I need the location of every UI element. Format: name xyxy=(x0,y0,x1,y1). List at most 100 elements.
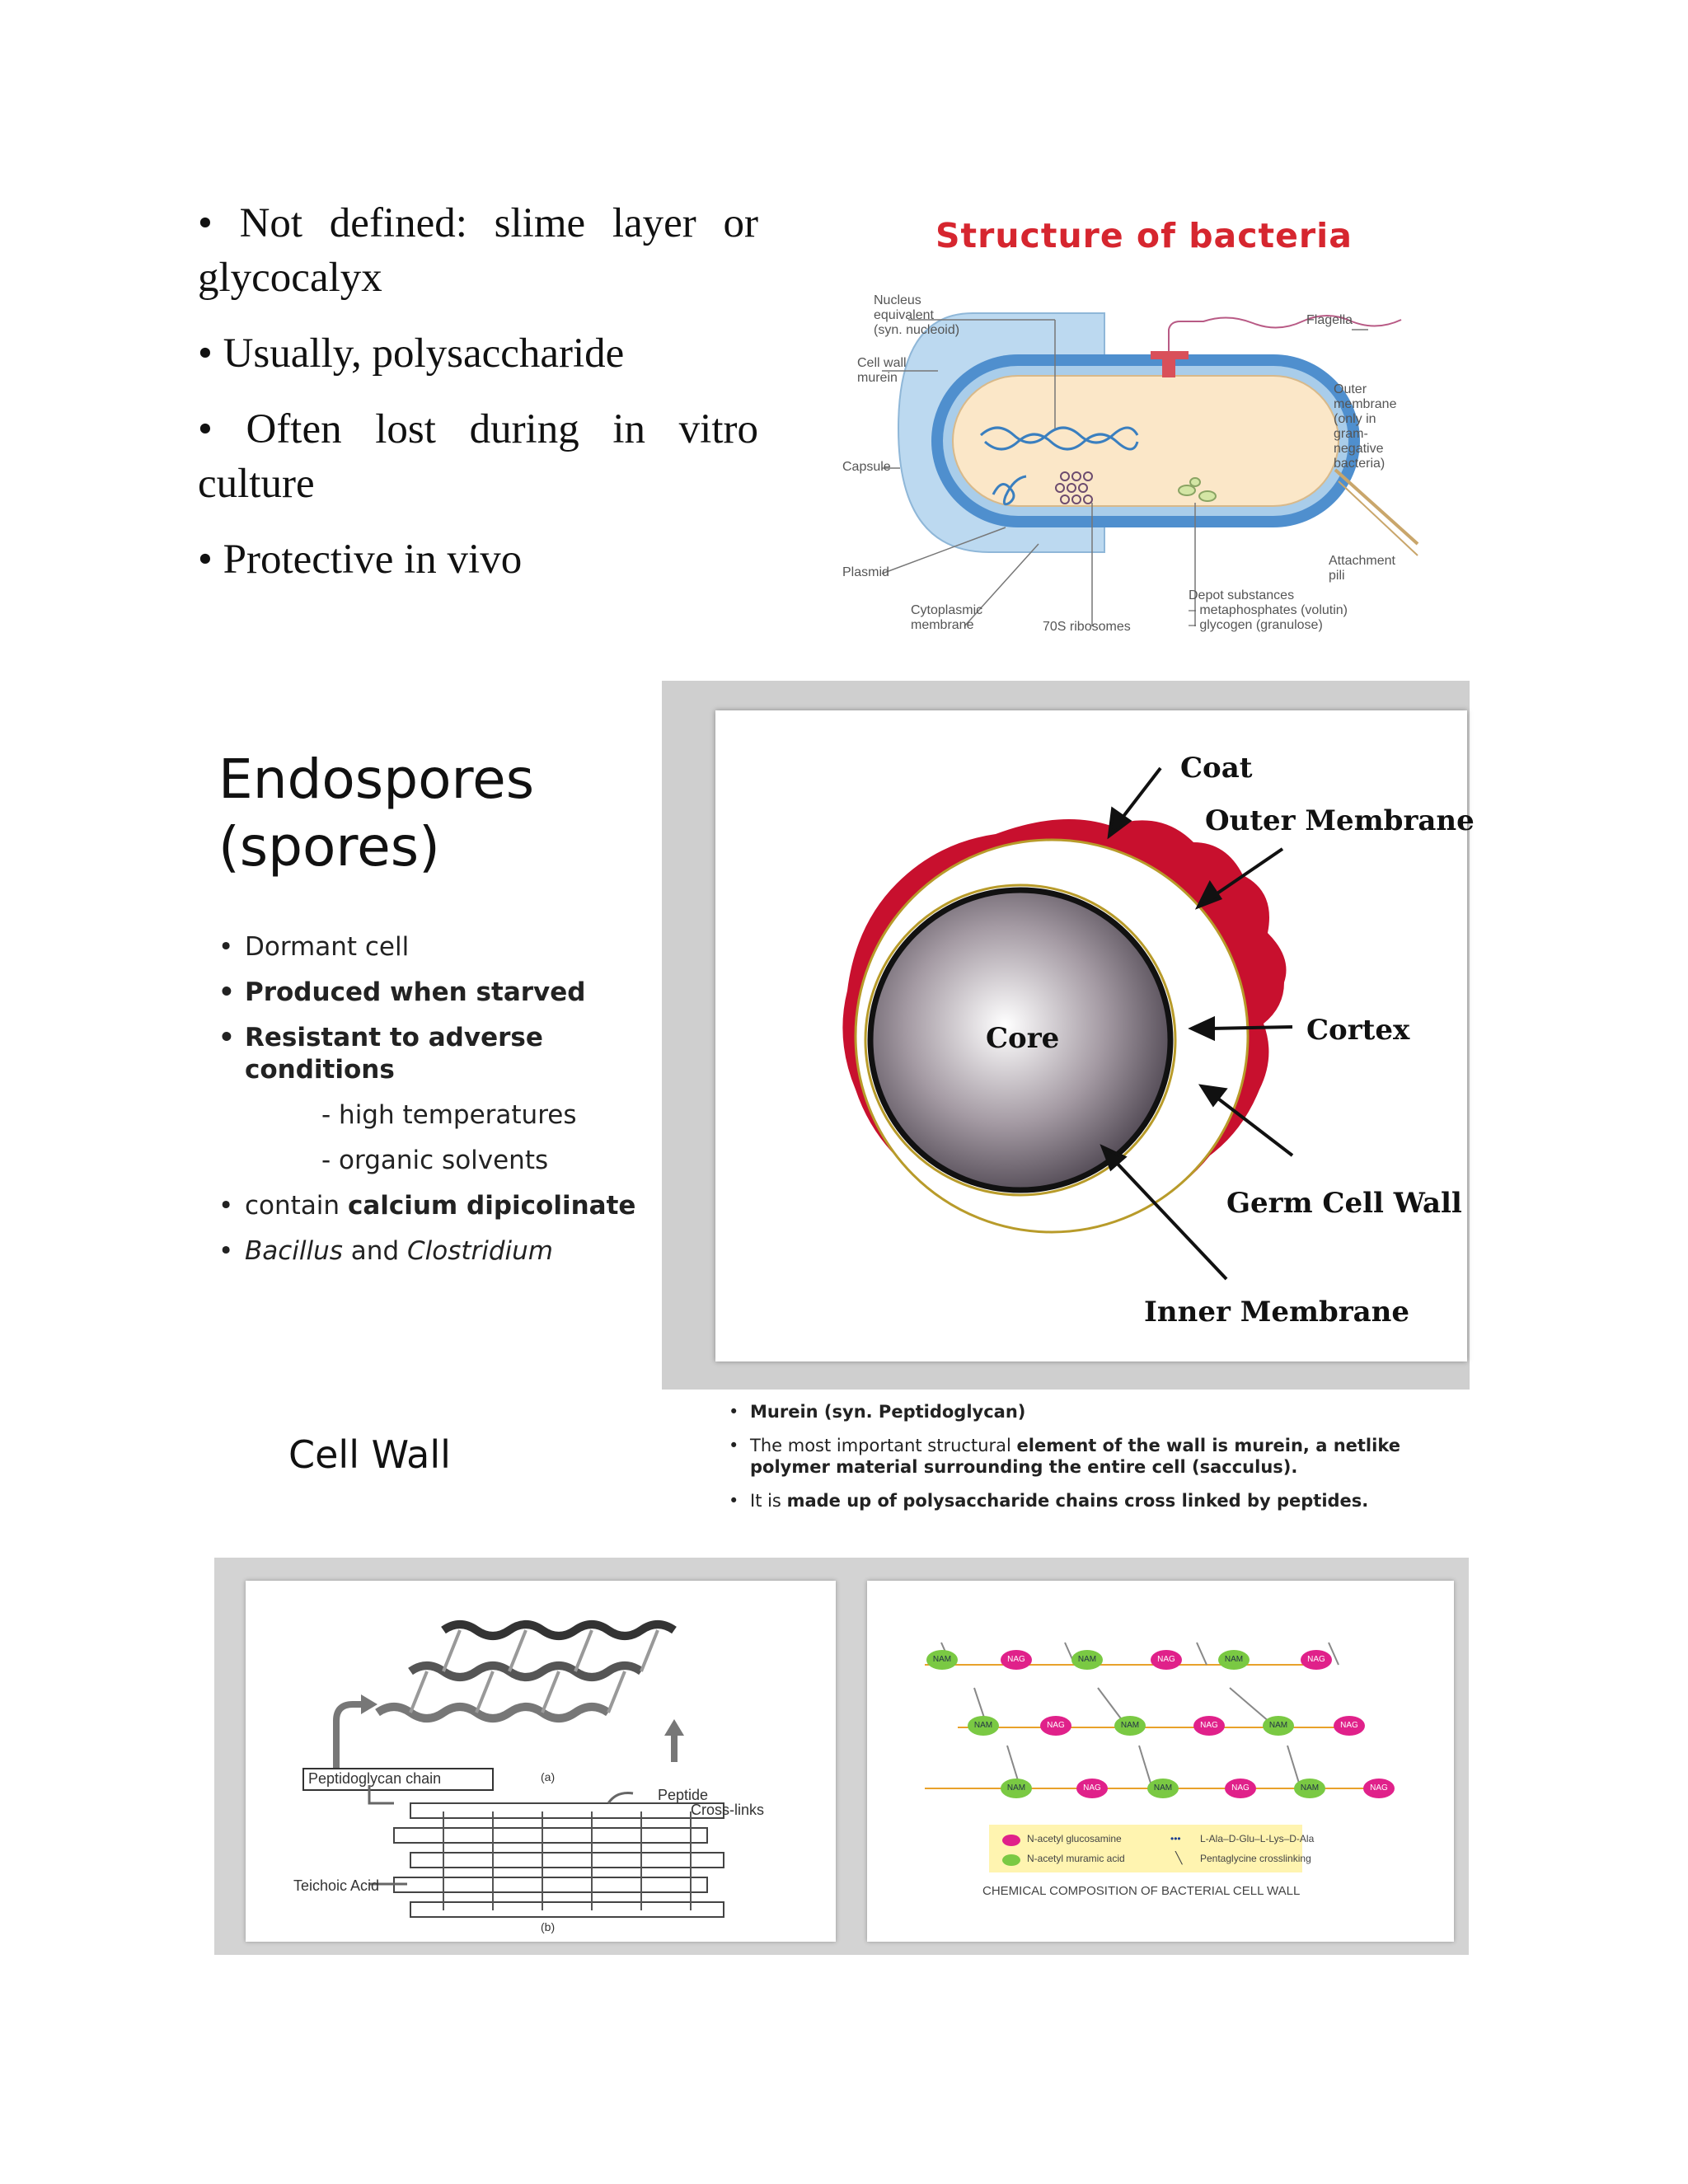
core-label: Core xyxy=(986,1022,1060,1055)
endospores-bullet: Produced when starved xyxy=(218,977,635,1009)
nag-node: NAG xyxy=(1193,1716,1225,1736)
cell-wall-label: Cell wall murein xyxy=(857,356,907,386)
bacteria-diagram xyxy=(881,312,1419,627)
chemical-figure-caption: CHEMICAL COMPOSITION OF BACTERIAL CELL W… xyxy=(982,1884,1301,1898)
pili-label-line: pili xyxy=(1329,569,1345,583)
cell-wall-bullet: It is made up of polysaccharide chains c… xyxy=(725,1490,1467,1511)
endospores-bullet: Resistant to adverse conditions xyxy=(218,1022,635,1086)
depot-granules xyxy=(1178,477,1217,502)
endospores-subitem: - high temperatures xyxy=(321,1100,577,1130)
cell-wall-label-line: Cell wall xyxy=(857,356,907,370)
nam-node: NAM xyxy=(1071,1650,1103,1670)
ribosomes-label: 70S ribosomes xyxy=(1043,620,1131,634)
bullet-text: The most important structural xyxy=(750,1436,1017,1455)
bullet-text: contain xyxy=(245,1191,348,1221)
crosslink-line-icon: ╲ xyxy=(1175,1851,1183,1864)
nam-node: NAM xyxy=(1114,1716,1146,1736)
figure-part-a-label: (a) xyxy=(541,1770,556,1783)
peptidoglycan-structure-diagram xyxy=(302,1620,724,1918)
peptide-glyph-icon: ••• xyxy=(1170,1833,1181,1844)
bullet-text: Resistant to adverse xyxy=(245,1023,543,1052)
coat-label: Coat xyxy=(1180,752,1253,785)
bullet-text: and xyxy=(342,1236,407,1266)
cytoplasmic-label-line: membrane xyxy=(911,618,974,632)
endospores-title: Endospores (spores) xyxy=(218,746,534,881)
endospores-bullet: Dormant cell xyxy=(218,931,635,963)
chemical-composition-diagram xyxy=(925,1642,1378,1872)
cell-wall-bullet-list: Murein (syn. Peptidoglycan) The most imp… xyxy=(725,1401,1467,1524)
nag-node: NAG xyxy=(1301,1650,1332,1670)
peptide-label: Peptide xyxy=(658,1787,709,1803)
nam-node: NAM xyxy=(968,1716,999,1736)
spore-diagram xyxy=(842,766,1294,1281)
figure-part-b-label: (b) xyxy=(541,1920,556,1933)
nucleus-label-line: equivalent xyxy=(874,308,934,322)
ribosome-cluster xyxy=(1055,471,1093,504)
outer-membrane-label: Outer membrane (only in gram- negative b… xyxy=(1334,382,1396,471)
cell-wall-bullet: Murein (syn. Peptidoglycan) xyxy=(725,1401,1467,1422)
depot-label-line: Depot substances xyxy=(1189,588,1295,602)
outer-label-line: (only in xyxy=(1334,412,1376,426)
bullet-text: Produced when starved xyxy=(245,977,586,1007)
capsule-bullet: • Usually, polysaccharide xyxy=(198,330,625,377)
genus-text: Bacillus xyxy=(245,1236,343,1266)
nag-node: NAG xyxy=(1001,1650,1032,1670)
bullet-bold-text: element of the wall is murein, a netlike… xyxy=(750,1436,1400,1477)
nag-node: NAG xyxy=(1334,1716,1365,1736)
nucleus-label: Nucleus equivalent (syn. nucleoid) xyxy=(874,293,959,338)
endospores-title-line: Endospores xyxy=(218,748,535,811)
nam-node: NAM xyxy=(926,1650,958,1670)
peptidoglycan-chain-label: Peptidoglycan chain xyxy=(308,1770,442,1787)
endospores-subitem: - organic solvents xyxy=(321,1146,549,1175)
nucleus-label-line: (syn. nucleoid) xyxy=(874,323,960,337)
pili-label-line: Attachment xyxy=(1329,554,1395,568)
plasmid-label: Plasmid xyxy=(842,565,889,579)
depot-label: Depot substances – metaphosphates (volut… xyxy=(1189,588,1348,633)
capsule-label: Capsule xyxy=(842,460,891,474)
cell-wall-label-line: murein xyxy=(857,371,898,385)
legend-nam-text: N-acetyl muramic acid xyxy=(1027,1853,1125,1864)
endospores-bullet-list: Dormant cell Produced when starved Resis… xyxy=(218,931,635,1281)
bullet-bold-text: made up of polysaccharide chains cross l… xyxy=(786,1491,1369,1511)
cytoplasmic-membrane-label: Cytoplasmic membrane xyxy=(911,603,982,633)
legend-nag-swatch xyxy=(1002,1835,1020,1846)
bullet-bold-text: calcium dipicolinate xyxy=(347,1191,636,1221)
cross-links-label: Cross-links xyxy=(691,1802,765,1818)
cell-wall-bullet: The most important structural element of… xyxy=(725,1435,1467,1478)
nag-node: NAG xyxy=(1040,1716,1071,1736)
outer-label-line: gram- xyxy=(1334,427,1368,441)
endospores-bullet: Bacillus and Clostridium xyxy=(218,1235,635,1268)
nam-node: NAM xyxy=(1294,1779,1325,1798)
cytoplasm-shape xyxy=(952,375,1339,507)
nam-node: NAM xyxy=(1001,1779,1032,1798)
endospores-title-line: (spores) xyxy=(218,815,440,879)
capsule-bullet: • Often lost during in vitro culture xyxy=(198,406,758,507)
cell-wall-title: Cell Wall xyxy=(288,1432,451,1477)
outer-label-line: membrane xyxy=(1334,397,1397,411)
depot-label-line: – metaphosphates (volutin) xyxy=(1189,603,1348,617)
nam-node: NAM xyxy=(1147,1779,1179,1798)
chemical-composition-card xyxy=(867,1581,1454,1942)
outer-label-line: bacteria) xyxy=(1334,457,1386,471)
nucleoid-shape xyxy=(979,426,1139,451)
bacteria-figure-title: Structure of bacteria xyxy=(935,216,1353,255)
capsule-bullet: • Not defined: slime layer or glycocalyx xyxy=(198,200,758,301)
inner-membrane-label: Inner Membrane xyxy=(1144,1296,1410,1329)
bullet-text: It is xyxy=(750,1491,787,1511)
flagellum-shape xyxy=(1168,315,1402,351)
flagella-label: Flagella xyxy=(1306,313,1353,327)
endospores-bullet: contain calcium dipicolinate xyxy=(218,1190,635,1222)
plasmid-shape xyxy=(992,475,1027,506)
teichoic-acid-label: Teichoic Acid xyxy=(293,1877,380,1894)
legend-peptide-text: L-Ala–D-Glu–L-Lys–D-Ala xyxy=(1200,1833,1315,1844)
legend-nam-swatch xyxy=(1002,1854,1020,1866)
germ-cell-wall-label: Germ Cell Wall xyxy=(1226,1187,1462,1220)
outer-label-line: Outer xyxy=(1334,382,1367,396)
cortex-label: Cortex xyxy=(1306,1014,1410,1047)
cytoplasmic-label-line: Cytoplasmic xyxy=(911,603,983,617)
nag-node: NAG xyxy=(1151,1650,1182,1670)
pilus-shape xyxy=(1334,468,1419,546)
pili-label: Attachment pili xyxy=(1329,554,1395,583)
genus-text: Clostridium xyxy=(406,1236,554,1266)
bullet-text: conditions xyxy=(245,1055,395,1085)
